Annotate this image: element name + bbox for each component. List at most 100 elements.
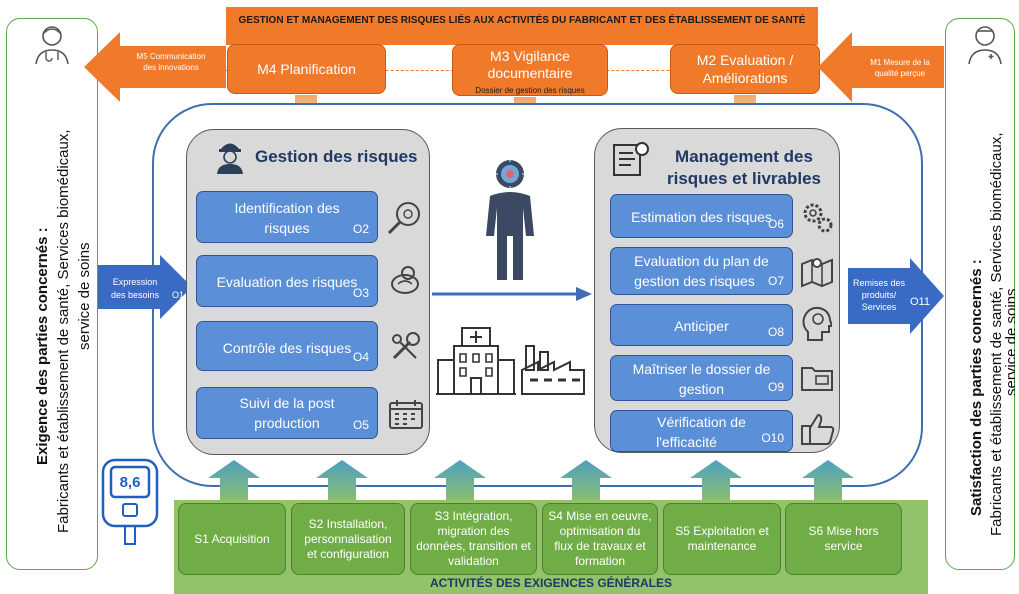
o7-evaluation-plan-box: Evaluation du plan de gestion des risque… — [610, 247, 793, 295]
m5-line1: M5 Communication — [136, 52, 206, 61]
o6-code: O6 — [767, 217, 784, 231]
factory-icon — [521, 345, 585, 395]
document-icon — [613, 142, 649, 176]
o4-code: O4 — [352, 350, 369, 364]
input-line1: Expression — [112, 277, 158, 287]
general-activities-label: ACTIVITÉS DES EXIGENCES GÉNÉRALES — [429, 576, 673, 590]
folder-icon — [801, 367, 833, 391]
gears-icon — [803, 203, 833, 233]
right-stakeholder-panel — [945, 18, 1015, 570]
map-icon — [801, 258, 833, 288]
magnifier-icon — [387, 202, 420, 235]
virus-icon — [496, 160, 524, 188]
o7-line2: gestion des risques — [634, 273, 755, 289]
o9-line1: Maîtriser le dossier de — [632, 361, 771, 377]
input-arrow-shape — [98, 255, 192, 319]
hospital-icon — [436, 327, 516, 395]
right-panel-service: service de soins — [1003, 288, 1015, 396]
o8-line1: Anticiper — [674, 318, 729, 334]
m2-evaluation-box: M2 Evaluation / Améliorations — [670, 44, 820, 94]
m4-planification-box: M4 Planification — [227, 44, 386, 94]
m5-communication-label: M5 Communication des innovations — [118, 51, 224, 73]
s3-line2: migration des — [437, 524, 510, 538]
support-arrow-4 — [560, 460, 612, 504]
support-arrows — [208, 460, 854, 504]
s4-mise-en-oeuvre-box: S4 Mise en oeuvre, optimisation du flux … — [542, 503, 658, 575]
m4-label: M4 Planification — [257, 61, 356, 77]
o5-code: O5 — [352, 418, 369, 432]
s5-line1: S5 Exploitation et — [675, 524, 769, 538]
o6-line1: Estimation des risques — [631, 209, 772, 225]
doctor-female-icon — [35, 26, 69, 65]
gestion-risques-title: Gestion des risques — [255, 147, 418, 166]
s2-line1: S2 Installation, — [308, 516, 388, 531]
s4-line4: formation — [574, 554, 626, 568]
management-title-line1: Management des — [675, 147, 813, 166]
m5-line2: des innovations — [143, 63, 199, 72]
support-arrow-6 — [802, 460, 854, 504]
s5-exploitation-box: S5 Exploitation et maintenance — [663, 503, 781, 575]
m3-vigilance-box: M3 Vigilance documentaire Dossier de ges… — [452, 44, 608, 96]
o9-code: O9 — [767, 380, 784, 394]
o4-controle-box: Contrôle des risques O4 — [196, 321, 378, 371]
o10-verification-box: Vérification de l'efficacité O10 — [610, 410, 793, 452]
doctor-male-icon — [968, 26, 1002, 65]
s4-line3: flux de travaux et — [554, 539, 646, 553]
flow-arrow — [432, 287, 592, 301]
input-line2: des besoins — [110, 290, 160, 300]
s2-line2: personnalisation — [304, 531, 392, 546]
calendar-icon — [389, 400, 423, 429]
o4-line1: Contrôle des risques — [222, 340, 352, 356]
glucometer-icon — [101, 458, 159, 545]
s5-line2: maintenance — [687, 539, 757, 553]
o3-line1: Evaluation des risques — [216, 274, 358, 290]
o8-anticiper-box: Anticiper O8 — [610, 304, 793, 346]
o5-suivi-box: Suivi de la post production O5 — [196, 387, 378, 439]
m5-arrow-shape — [84, 32, 226, 102]
m1-line1: M1 Mesure de la — [870, 58, 930, 67]
glucometer-reading: 8,6 — [119, 473, 141, 491]
m1-line2: qualité perçue — [874, 69, 926, 78]
s3-line3: données, transition et — [416, 539, 531, 553]
s4-line2: optimisation du — [559, 524, 641, 538]
o5-line1: Suivi de la post — [239, 395, 335, 411]
s1-acquisition-box: S1 Acquisition — [178, 503, 286, 575]
right-panel-text-clip: Satisfaction des parties concernés : Fab… — [945, 66, 1015, 566]
o10-code: O10 — [761, 431, 784, 445]
o2-code: O2 — [352, 222, 369, 236]
tools-icon — [392, 332, 420, 360]
o2-line2: risques — [264, 220, 310, 236]
left-stakeholder-panel — [6, 18, 98, 570]
o5-line2: production — [254, 415, 320, 431]
m1-mesure-label: M1 Mesure de la qualité perçue — [858, 57, 942, 79]
m1-arrow-shape — [818, 32, 944, 102]
o10-line2: l'efficacité — [656, 434, 717, 450]
support-arrow-5 — [690, 460, 742, 504]
m3-label-line1: M3 Vigilance — [490, 48, 570, 64]
input-arrow-label: Expression des besoins — [104, 276, 166, 302]
s3-line4: validation — [448, 554, 499, 568]
management-title: Management des risques et livrables — [656, 146, 832, 190]
o7-line1: Evaluation du plan de — [634, 253, 769, 269]
header-banner: GESTION ET MANAGEMENT DES RISQUES LIÉS A… — [226, 7, 818, 45]
o6-estimation-box: Estimation des risques O6 — [610, 194, 793, 238]
s3-line1: S3 Intégration, — [434, 509, 513, 523]
s6-line2: service — [824, 539, 863, 553]
o9-line2: gestion — [678, 381, 725, 397]
s1-line1: S1 Acquisition — [194, 531, 270, 546]
head-idea-icon — [802, 306, 832, 341]
input-code: O1 — [172, 290, 185, 300]
output-line2: produits/ — [861, 290, 897, 300]
o3-code: O3 — [352, 286, 369, 300]
output-line3: Services — [861, 302, 897, 312]
support-arrow-2 — [316, 460, 368, 504]
s4-line1: S4 Mise en oeuvre, — [548, 509, 652, 523]
output-arrow-label: Remises des produits/ Services — [850, 277, 908, 313]
evaluation-icon — [391, 266, 419, 294]
management-title-line2: risques et livrables — [666, 169, 822, 188]
s3-integration-box: S3 Intégration, migration des données, t… — [410, 503, 537, 575]
left-panel-parties: Fabricants et établissement de santé, Se… — [55, 129, 72, 533]
m3-sub-label: Dossier de gestion des risques — [475, 86, 585, 95]
s2-installation-box: S2 Installation, personnalisation et con… — [291, 503, 405, 575]
m2-label-line2: Améliorations — [702, 70, 788, 86]
